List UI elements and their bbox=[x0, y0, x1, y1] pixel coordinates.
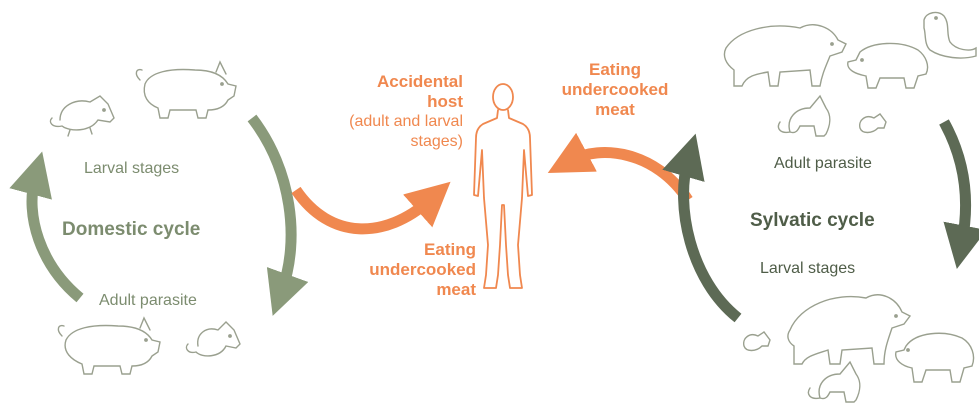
eating-bottom-label: Eating undercooked meat bbox=[300, 240, 476, 300]
bear-icon bbox=[724, 25, 846, 86]
eat-top-line-1: Eating bbox=[535, 60, 695, 80]
domestic-top-label: Larval stages bbox=[84, 160, 179, 178]
rat-icon bbox=[50, 96, 114, 136]
host-title-line-1: Accidental bbox=[300, 72, 463, 92]
eat-bottom-line-2: undercooked bbox=[300, 260, 476, 280]
sylvatic-to-human-arrow bbox=[572, 153, 688, 200]
seal-icon bbox=[924, 13, 976, 58]
boar-icon bbox=[848, 43, 928, 88]
sylvatic-arrow-left bbox=[684, 160, 738, 318]
bear-icon bbox=[788, 295, 910, 364]
sylvatic-bottom-label: Larval stages bbox=[760, 260, 855, 278]
eating-top-label: Eating undercooked meat bbox=[535, 60, 695, 120]
sylvatic-cycle-title: Sylvatic cycle bbox=[750, 210, 875, 232]
domestic-arrow-right bbox=[252, 118, 291, 290]
host-sub-line-2: stages) bbox=[300, 132, 463, 152]
pig-icon bbox=[58, 318, 160, 374]
pig-icon bbox=[136, 62, 236, 118]
rat-icon bbox=[186, 322, 240, 356]
host-sub-line-1: (adult and larval bbox=[300, 112, 463, 132]
domestic-to-human-arrow bbox=[296, 190, 430, 229]
rodent-icon bbox=[860, 114, 886, 133]
sylvatic-arrow-right bbox=[944, 122, 966, 242]
eat-top-line-3: meat bbox=[535, 100, 695, 120]
domestic-bottom-label: Adult parasite bbox=[99, 292, 197, 310]
sylvatic-top-label: Adult parasite bbox=[774, 155, 872, 173]
accidental-host-label: Accidental host (adult and larval stages… bbox=[300, 72, 463, 152]
host-title-line-2: host bbox=[300, 92, 463, 112]
boar-icon bbox=[896, 333, 974, 382]
fox-icon bbox=[778, 96, 829, 136]
human-figure-icon bbox=[474, 84, 532, 288]
eat-top-line-2: undercooked bbox=[535, 80, 695, 100]
eat-bottom-line-1: Eating bbox=[300, 240, 476, 260]
eat-bottom-line-3: meat bbox=[300, 280, 476, 300]
rodent-icon bbox=[744, 332, 770, 351]
fox-icon bbox=[808, 362, 859, 402]
domestic-cycle-title: Domestic cycle bbox=[62, 219, 200, 241]
